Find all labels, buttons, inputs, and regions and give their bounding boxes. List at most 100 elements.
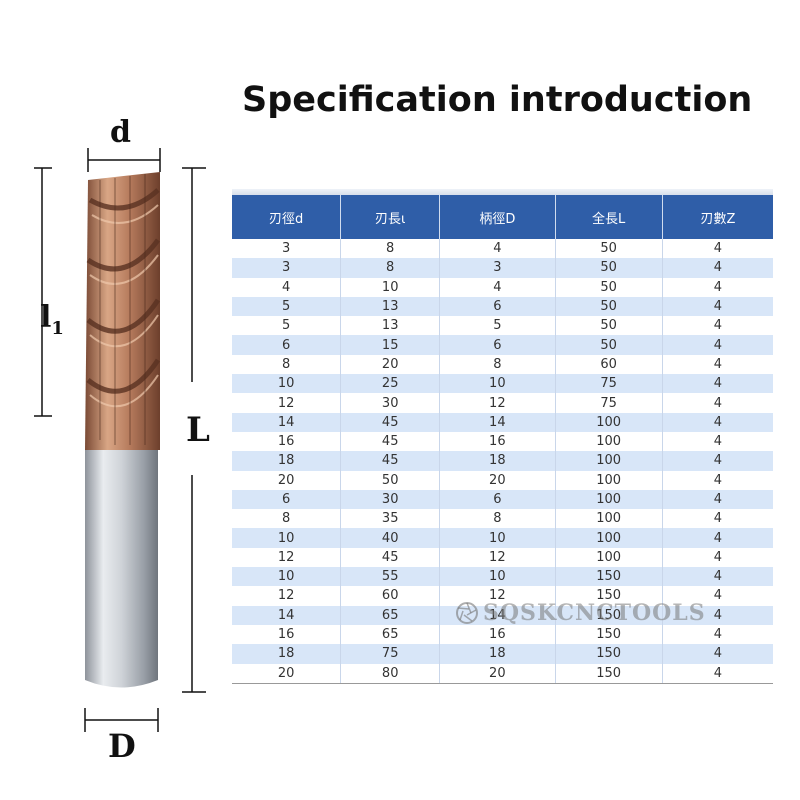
table-cell: 20 <box>439 663 556 684</box>
table-cell: 10 <box>232 374 342 394</box>
table-cell: 100 <box>555 489 663 510</box>
table-cell: 4 <box>232 277 342 297</box>
table-cell: 3 <box>232 258 342 278</box>
column-header: 刃徑d <box>232 195 342 239</box>
table-cell: 6 <box>232 489 342 510</box>
page-title: Specification introduction <box>242 80 753 120</box>
column-header: 柄徑D <box>439 195 556 239</box>
table-cell: 12 <box>439 393 556 413</box>
table-cell: 50 <box>555 316 663 336</box>
table-cell: 8 <box>439 509 556 529</box>
table-cell: 100 <box>555 412 663 432</box>
table-cell: 45 <box>340 451 441 471</box>
table-cell: 45 <box>340 412 441 432</box>
table-cell: 3 <box>439 258 556 278</box>
table-cell: 10 <box>232 528 342 548</box>
table-cell: 4 <box>713 395 723 411</box>
table-cell: 4 <box>662 567 773 587</box>
table-cell: 65 <box>340 624 441 645</box>
table-cell: 20 <box>232 663 342 684</box>
column-header: 全長L <box>555 195 663 239</box>
table-cell: 4 <box>713 549 723 565</box>
table-cell: 6 <box>232 335 342 355</box>
column-header: 刃數Z <box>662 195 773 239</box>
table-cell: 8 <box>340 239 441 259</box>
table-cell: 50 <box>555 258 663 278</box>
table-cell: 55 <box>340 567 441 587</box>
table-cell: 30 <box>340 489 441 510</box>
table-cell: 8 <box>232 354 342 375</box>
table-cell: 150 <box>555 586 663 606</box>
watermark: SQSKCNCTOOLS <box>455 600 706 626</box>
table-cell: 10 <box>439 374 556 394</box>
shank <box>85 450 158 688</box>
table-cell: 16 <box>439 431 556 452</box>
table-cell: 100 <box>555 431 663 452</box>
table-cell: 30 <box>340 393 441 413</box>
table-cell: 4 <box>662 412 773 432</box>
table-cell: 10 <box>439 528 556 548</box>
table-cell: 12 <box>439 586 556 606</box>
table-cell: 4 <box>713 511 723 527</box>
table-cell: 4 <box>662 489 773 510</box>
table-cell: 45 <box>340 431 441 452</box>
table-cell: 14 <box>439 412 556 432</box>
table-cell: 20 <box>439 470 556 490</box>
table-cell: 4 <box>662 258 773 278</box>
table-cell: 4 <box>662 605 773 625</box>
table-cell: 12 <box>439 547 556 568</box>
table-cell: 14 <box>439 605 556 625</box>
table-cell: 6 <box>439 296 556 317</box>
table-cell: 4 <box>713 434 723 450</box>
table-cell: 100 <box>555 451 663 471</box>
table-cell: 25 <box>340 374 441 394</box>
table-cell: 150 <box>555 624 663 645</box>
table-cell: 150 <box>555 567 663 587</box>
table-cell: 8 <box>340 258 441 278</box>
table-cell: 4 <box>662 451 773 471</box>
table-cell: 4 <box>662 335 773 355</box>
end-mill-diagram <box>34 148 206 732</box>
table-cell: 4 <box>713 588 723 604</box>
table-cell: 60 <box>555 354 663 375</box>
table-cell: 16 <box>232 431 342 452</box>
table-cell: 14 <box>232 605 342 625</box>
table-cell: 100 <box>555 547 663 568</box>
table-cell: 8 <box>232 509 342 529</box>
table-cell: 80 <box>340 663 441 684</box>
table-cell: 10 <box>340 277 441 297</box>
table-cell: 14 <box>232 412 342 432</box>
table-cell: 150 <box>555 605 663 625</box>
table-cell: 18 <box>232 451 342 471</box>
table-cell: 150 <box>555 644 663 664</box>
table-cell: 18 <box>232 644 342 664</box>
table-cell: 100 <box>555 528 663 548</box>
table-cell: 50 <box>340 470 441 490</box>
table-cell: 12 <box>232 547 342 568</box>
table-cell: 4 <box>713 241 723 257</box>
table-cell: 35 <box>340 509 441 529</box>
table-cell: 3 <box>232 239 342 259</box>
table-cell: 4 <box>439 277 556 297</box>
watermark-text: SQSKCNCTOOLS <box>483 600 706 626</box>
dimension-d-label: d <box>110 115 131 150</box>
table-cell: 10 <box>439 567 556 587</box>
table-cell: 13 <box>340 316 441 336</box>
